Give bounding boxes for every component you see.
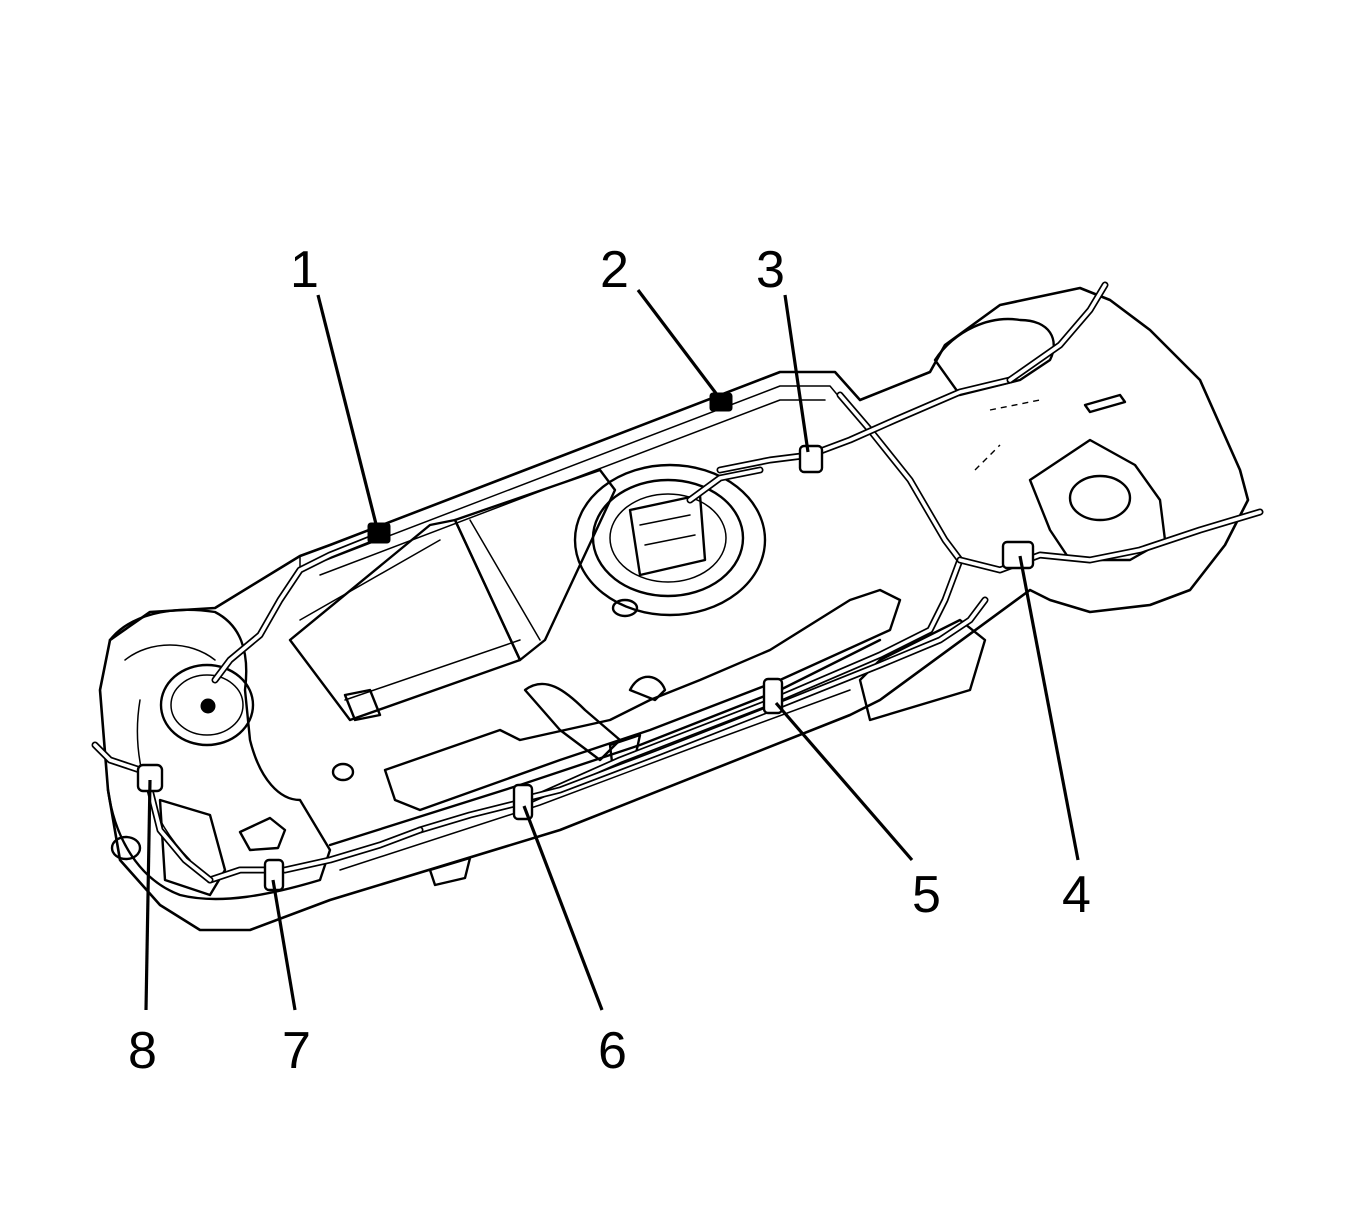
fuel-sender-unit xyxy=(573,463,767,618)
callout-8: 8 xyxy=(128,1022,157,1080)
callout-4: 4 xyxy=(1062,866,1091,924)
clip-1 xyxy=(367,522,391,544)
left-sender-unit xyxy=(159,663,255,747)
lower-right-box xyxy=(858,618,987,722)
leader-7 xyxy=(271,879,297,1011)
left-saddle xyxy=(106,608,332,901)
leader-3 xyxy=(783,294,810,453)
callout-3: 3 xyxy=(756,241,785,299)
top-flange-inner xyxy=(319,399,826,576)
right-bump xyxy=(628,675,667,702)
leader-1 xyxy=(316,294,379,529)
left-tube-end xyxy=(110,835,142,861)
leader-8 xyxy=(144,779,152,1011)
drain-boss xyxy=(331,762,355,782)
callout-1: 1 xyxy=(290,241,319,299)
center-panel-detail xyxy=(299,519,541,701)
clip-3 xyxy=(798,444,824,474)
leader-2 xyxy=(636,289,720,397)
lower-rail xyxy=(328,638,882,847)
mid-bump xyxy=(523,682,622,762)
callout-2: 2 xyxy=(600,241,629,299)
left-bracket xyxy=(238,816,287,852)
leader-5 xyxy=(774,701,914,862)
callout-6: 6 xyxy=(598,1022,627,1080)
lower-trough xyxy=(383,588,902,812)
right-hump xyxy=(933,317,1055,397)
right-slot xyxy=(1083,393,1127,414)
leader-4 xyxy=(1018,555,1080,861)
clip-6 xyxy=(512,783,534,821)
callout-7: 7 xyxy=(282,1022,311,1080)
lower-left-cutout xyxy=(158,798,227,897)
right-hidden-edge xyxy=(974,399,1041,471)
callout-labels: 1 2 3 4 5 6 7 8 xyxy=(128,241,1091,1080)
lower-mount-1 xyxy=(428,856,472,887)
fuel-tank xyxy=(98,286,1250,932)
mid-bracket xyxy=(343,688,382,722)
clip-2 xyxy=(709,392,733,412)
leader-6 xyxy=(522,805,604,1011)
callout-5: 5 xyxy=(912,866,941,924)
lower-rail-inner xyxy=(339,689,851,871)
leader-lines xyxy=(144,289,1080,1011)
right-pump-cap xyxy=(1068,474,1132,522)
clip-4 xyxy=(1001,540,1035,570)
